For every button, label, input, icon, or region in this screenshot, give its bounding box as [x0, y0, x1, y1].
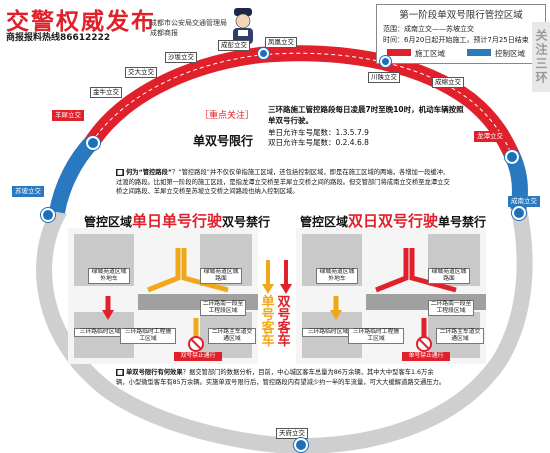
place-tianfu: 天府立交 [276, 428, 308, 439]
node-chengnan [512, 206, 526, 220]
left-map-title-big: 单日单号行驶 [132, 212, 223, 230]
middle-even-label: 双号客车 [277, 295, 291, 349]
right-map-label-4: 三环路临时区域 [302, 328, 354, 337]
node-yangxi [86, 136, 100, 150]
place-jiaoda: 交大立交 [125, 67, 157, 78]
place-longtan: 龙潭立交 [474, 131, 506, 142]
left-map-label-3: 二环路南一段至工程段区域 [200, 300, 246, 316]
attention-label: ［重点关注］ [200, 111, 255, 121]
middle-odd-label: 单号客车 [261, 295, 275, 349]
place-jinniu: 金牛立交 [90, 87, 122, 98]
construction-swatch [387, 49, 411, 56]
left-map-stop-label: 双号禁止通行 [174, 352, 222, 361]
place-supo: 苏坡立交 [12, 186, 44, 197]
place-yangxi: 羊犀立交 [52, 110, 84, 121]
node-fengmeng [258, 48, 269, 59]
place-shaban: 沙坂立交 [165, 52, 197, 63]
hotline: 商报报料热线86612222 [6, 33, 111, 43]
place-chuanshan: 川陕立交 [368, 72, 400, 83]
right-map-title-big: 双日双号行驶 [348, 212, 439, 230]
legend-time: 时间：6月20日起开始施工，预计7月25日结束 [383, 36, 529, 44]
right-map-title-prefix: 管控区域 [300, 215, 349, 229]
sponsor-line-1: 成都市公安局交通管理局 [150, 19, 227, 27]
control-legend-label: 控制区域 [495, 49, 525, 58]
place-fengmeng: 凤凰立交 [265, 37, 297, 48]
effect-label: 单双号限行有何效果 [125, 369, 183, 376]
explain-text: ？“管控路段”并不仅仅单指施工区域，还包括控制区域，即是在施工区域的两端，各增加… [116, 169, 450, 195]
effect-paragraph: ■ 单双号限行有何效果？据交管部门的数据分析，目前，中心城区客车总量为86万余辆… [116, 368, 446, 387]
notice-main: 三环路施工管控路段每日凌晨7时至晚10时，机动车辆按照单双号行驶。 [268, 105, 464, 125]
right-map-label-3: 二环路南一段至工程段区域 [428, 300, 474, 316]
control-swatch [467, 49, 491, 56]
left-map-title: 管控区域单日单号行驶双号禁行 [84, 210, 270, 231]
place-chengpeng: 成彭立交 [218, 40, 250, 51]
sponsor: 成都市公安局交通管理局 成都商报 [150, 18, 227, 38]
construction-legend-label: 施工区域 [415, 49, 445, 58]
legend-range: 范围：成南立交——苏坡立交 [383, 25, 474, 33]
place-chenglong: 成绵立交 [432, 77, 464, 88]
sponsor-line-2: 成都商报 [150, 29, 178, 37]
odd-day-rule: 单日允许车号尾数：1.3.5.7.9 [268, 128, 369, 137]
construction-lane-markings [91, 52, 513, 156]
odd-even-title: 单双号限行 [193, 134, 254, 148]
right-map-panel: 绿城苑道区城外地车 绿城苑道区城路面 二环路南一段至工程段区域 三环路临时区域 … [296, 228, 486, 364]
left-map-label-1: 绿城苑道区域外地车 [88, 268, 130, 284]
right-map-title: 管控区域双日双号行驶单号禁行 [300, 210, 486, 231]
left-map-panel: 绿城苑道区域外地车 绿城苑道区城路面 二环路南一段至工程段区域 三环路临时区域 … [68, 228, 258, 364]
right-map-label-5: 三环路临时工程施工区域 [348, 328, 404, 344]
bullet-icon: ■ [116, 369, 124, 376]
node-supo [41, 208, 55, 222]
node-chuanshan [380, 56, 391, 67]
effect-text: ？据交管部门的数据分析，目前，中心城区客车总量为86万余辆，其中大中型客车1.6… [116, 369, 446, 386]
node-tianfu [294, 438, 308, 452]
left-map-title-suffix: 双号禁行 [222, 215, 271, 229]
control-zone-west [49, 136, 98, 214]
right-map-label-1: 绿城苑道区城外地车 [316, 268, 358, 284]
legend-title: 第一阶段单双号限行管控区域 [399, 10, 523, 21]
explain-label: 何为“管控路段” [125, 169, 173, 176]
explain-paragraph: ■ 何为“管控路段”？“管控路段”并不仅仅单指施工区域，还包括控制区域，即是在施… [116, 168, 454, 197]
node-longtan [505, 150, 519, 164]
newspaper-title: 交警权威发布 [6, 9, 156, 35]
right-map-stop-label: 单号禁止通行 [402, 352, 450, 361]
place-chengnan: 成南立交 [508, 196, 540, 207]
bullet-icon: ■ [116, 169, 124, 176]
even-day-rule: 双日允许车号尾数：0.2.4.6.8 [268, 138, 369, 147]
right-map-title-suffix: 单号禁行 [438, 215, 487, 229]
left-map-title-prefix: 管控区域 [84, 215, 133, 229]
notice-rules: 单日允许车号尾数：1.3.5.7.9 双日允许车号尾数：0.2.4.6.8 [268, 128, 369, 148]
middle-arrows-icon [262, 260, 292, 294]
legend-box: 第一阶段单双号限行管控区域 范围：成南立交——苏坡立交 时间：6月20日起开始施… [376, 4, 546, 64]
left-map-label-2: 绿城苑道区城路面 [200, 268, 242, 284]
right-map-label-2: 绿城苑道区城路面 [428, 268, 470, 284]
right-map-label-6: 二环路主车道交通区域 [436, 328, 484, 344]
side-section-label: 关注三环 [532, 22, 550, 92]
left-map-label-6: 二环路主车道交通区域 [208, 328, 256, 344]
left-map-label-4: 三环路临时区域 [74, 328, 126, 337]
left-map-label-5: 三环路临时工程施工区域 [120, 328, 176, 344]
